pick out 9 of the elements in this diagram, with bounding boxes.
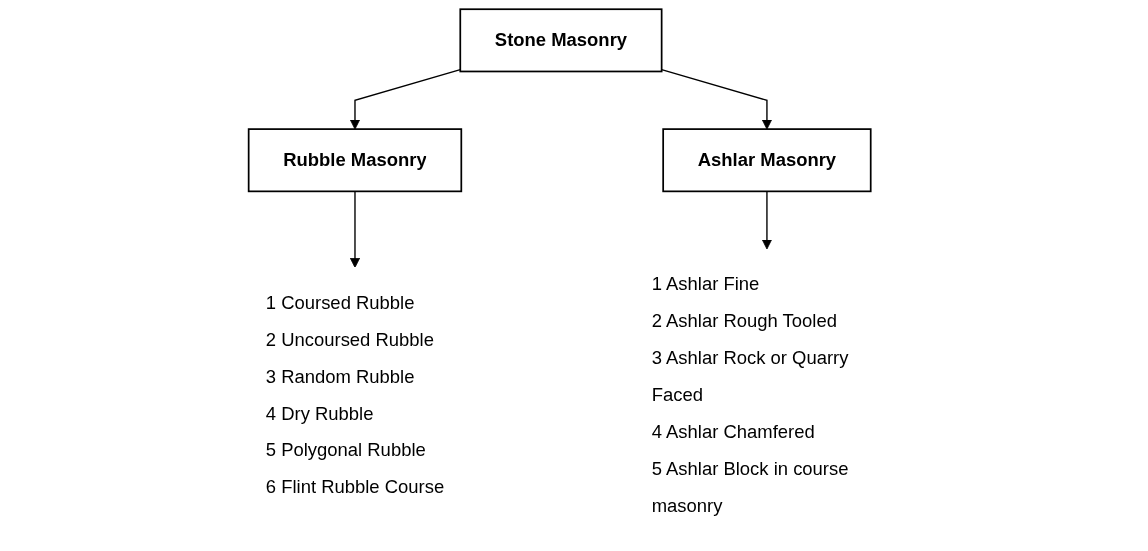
node-text: 1 Coursed Rubble 2 Uncoursed Rubble 3 Random Rubble 4 Dry Rubble 5 Polygonal Rubble 6 Flint Rubble Course bbox=[265, 292, 445, 497]
node-text: 1 Ashlar Fine 2 Ashlar Rough Tooled 3 Ashlar Rock or Quarry Faced 4 Ashlar Chamfered 5 Ashlar Block in course masonry bbox=[651, 274, 849, 516]
node-box: Rubble Masonry bbox=[247, 128, 463, 193]
arrow bbox=[349, 190, 361, 268]
arrow bbox=[349, 68, 461, 130]
arrow bbox=[761, 190, 772, 250]
node-box: Ashlar Masonry bbox=[662, 128, 872, 193]
node-box: Stone Masonry bbox=[459, 8, 663, 73]
arrow bbox=[660, 68, 772, 130]
